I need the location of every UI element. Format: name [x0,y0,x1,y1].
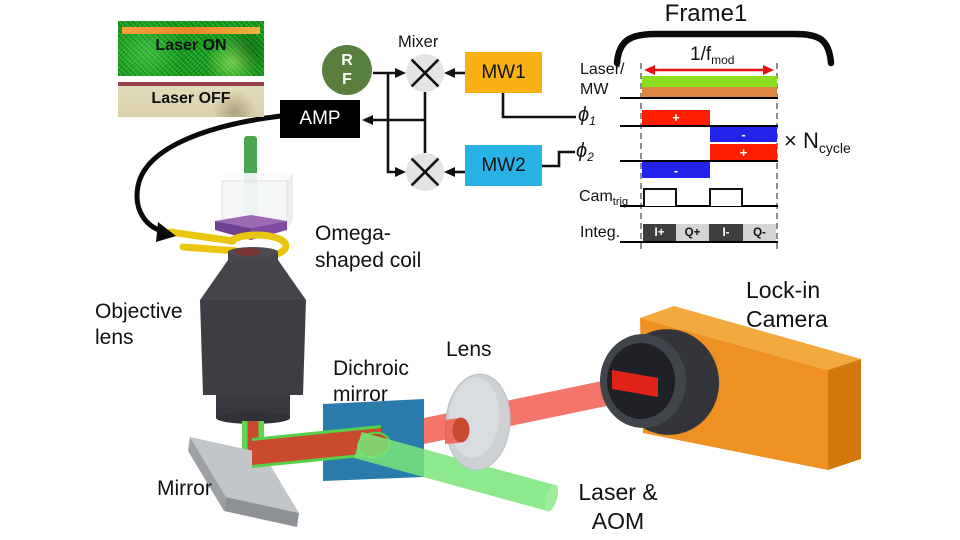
laser-on-stripe [122,27,260,34]
mixer-icons [406,54,444,191]
circuit-wires [372,71,576,174]
phi2-plus-block: + [710,144,777,160]
objective-top-aperture [235,248,261,256]
phi1-minus-block: - [710,127,777,142]
cam-trig-pulse-1 [643,188,677,206]
baseline-cam [620,205,778,207]
mixer-label: Mixer [398,33,439,51]
integ-block-iminus: I- [709,224,743,241]
row-label-laser-mw: Laser/MW [580,61,625,98]
baseline-integ [620,241,778,243]
purple-plate-top [215,215,287,228]
laser-off-photo: Laser OFF [118,82,264,117]
frame1-title: Frame1 [664,0,748,27]
baseline-phi2 [620,160,778,162]
sample-assembly [166,136,293,261]
ncycle-label: × Ncycle [784,128,851,156]
period-arrow [644,65,774,75]
laser-on-photo: Laser ON [118,21,264,76]
period-label: 1/fmod [690,44,735,67]
beam-core-in-barrel [612,370,658,397]
amp-to-coil-arrow [134,113,282,242]
mirror-label: Mirror [157,477,212,500]
green-laser-beam [354,432,559,512]
rf-source: R F [322,45,372,95]
laser-off-stripe [118,82,264,86]
cam-trig-pulse-2 [709,188,743,206]
frame-boundary-left [640,63,642,249]
camera-barrel [600,329,720,435]
diamond-cube-side [287,173,293,229]
objective-lens-shape [200,247,306,424]
laser-on-label: Laser ON [155,37,227,54]
laser-aom-label: Laser &AOM [578,479,658,534]
integ-block-iplus: I+ [643,224,676,241]
row-label-integ: Integ. [580,224,621,241]
rf-label-bottom: F [342,71,352,88]
omega-coil-label: Omega-shaped coil [315,222,422,272]
phi2-minus-block: - [642,162,710,178]
frame1-bracket [613,30,835,67]
diamond-cube-top [222,173,293,181]
phi1-plus-block: + [642,110,710,125]
mirror-shape [188,437,299,527]
mw-bar-orange [642,87,777,97]
beam-cap-on-lens [445,417,470,444]
lens-label: Lens [446,338,492,361]
wire-arrowheads [362,68,455,177]
frame-boundary-right [776,63,778,249]
amp-box: AMP [280,100,360,138]
rf-label-top: R [341,52,353,69]
integ-block-qplus: Q+ [676,224,709,241]
phi1-label: ϕ1 [578,104,596,128]
baseline-laser [620,97,778,99]
laser-bar-green [642,76,777,87]
mw1-box: MW1 [465,52,542,93]
laser-off-label: Laser OFF [151,90,231,107]
integ-block-qminus: Q- [743,224,776,241]
mw2-box: MW2 [465,145,542,186]
phi2-label: ϕ2 [576,140,594,164]
baseline-phi1 [620,125,778,127]
